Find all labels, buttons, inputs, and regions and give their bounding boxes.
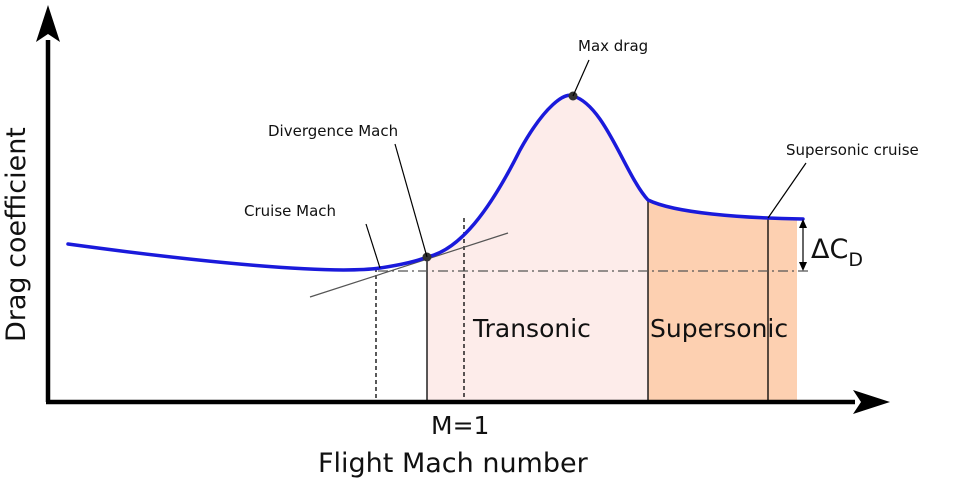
supersonic-region-fill	[648, 200, 797, 400]
tangent-line	[309, 232, 509, 298]
drag-curve	[66, 93, 805, 272]
delta-cd-label: ΔCD	[811, 234, 863, 271]
transonic-region-fill	[427, 95, 648, 400]
max-drag-label: Max drag	[578, 37, 648, 55]
max-drag-leader	[572, 59, 590, 97]
y-axis-title: Drag coefficient	[1, 127, 32, 342]
cruise-mach-leader	[365, 223, 381, 269]
divergence-mach-label: Divergence Mach	[268, 122, 398, 140]
x-axis-title: Flight Mach number	[318, 448, 589, 479]
delta-cd-arrowhead-top	[799, 219, 807, 228]
m1-tick-label: M=1	[431, 411, 489, 440]
supersonic-cruise-leader	[767, 162, 807, 219]
supersonic-region-label: Supersonic	[650, 314, 788, 343]
transonic-region-label: Transonic	[472, 314, 591, 343]
divergence-mach-leader	[394, 143, 428, 258]
x-axis-arrowhead	[853, 390, 890, 414]
supersonic-cruise-label: Supersonic cruise	[786, 141, 919, 159]
delta-cd-arrowhead-bottom	[799, 262, 807, 271]
cruise-mach-label: Cruise Mach	[244, 202, 336, 220]
y-axis-arrowhead	[36, 5, 60, 42]
